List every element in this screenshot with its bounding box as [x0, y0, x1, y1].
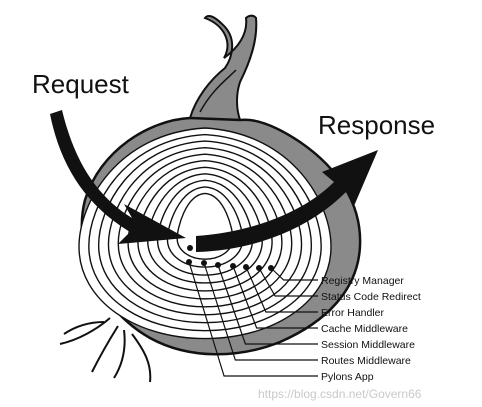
onion-ring [127, 160, 283, 300]
layer-dot [230, 263, 236, 269]
layer-label-cache-middleware: Cache Middleware [321, 323, 408, 335]
layer-label-error-handler: Error Handler [321, 307, 385, 319]
response-arrow [196, 150, 378, 252]
layer-leaders [186, 259, 318, 377]
leader-line [188, 261, 318, 377]
center-dot [187, 245, 193, 251]
onion-roots [59, 317, 152, 383]
layer-label-registry-manager: Registry Manager [321, 275, 404, 287]
request-label: Request [32, 69, 130, 99]
request-arrow [50, 110, 186, 244]
onion-ring [176, 192, 234, 260]
layer-label-routes-middleware: Routes Middleware [321, 355, 411, 367]
onion-stem [188, 14, 258, 122]
response-label: Response [318, 110, 435, 140]
leader-line [217, 264, 318, 345]
layer-dot [201, 260, 207, 266]
layer-dot [256, 265, 262, 271]
layer-dot [243, 264, 249, 270]
leader-line [245, 266, 318, 313]
leader-line [203, 262, 318, 361]
layer-dot [268, 265, 274, 271]
watermark-text: https://blog.csdn.net/Govern66 [258, 387, 422, 401]
leader-line [258, 267, 318, 297]
layer-dot [186, 259, 192, 265]
leader-line [232, 265, 318, 329]
onion-ring [137, 166, 273, 292]
layer-label-status-code-redirect: Status Code Redirect [321, 291, 421, 303]
onion-ring [147, 173, 263, 284]
leader-line [270, 267, 318, 281]
onion-ring [156, 179, 254, 276]
layer-label-session-middleware: Session Middleware [321, 339, 415, 351]
layer-dot [215, 262, 221, 268]
layer-label-pylons-app: Pylons App [321, 371, 374, 383]
